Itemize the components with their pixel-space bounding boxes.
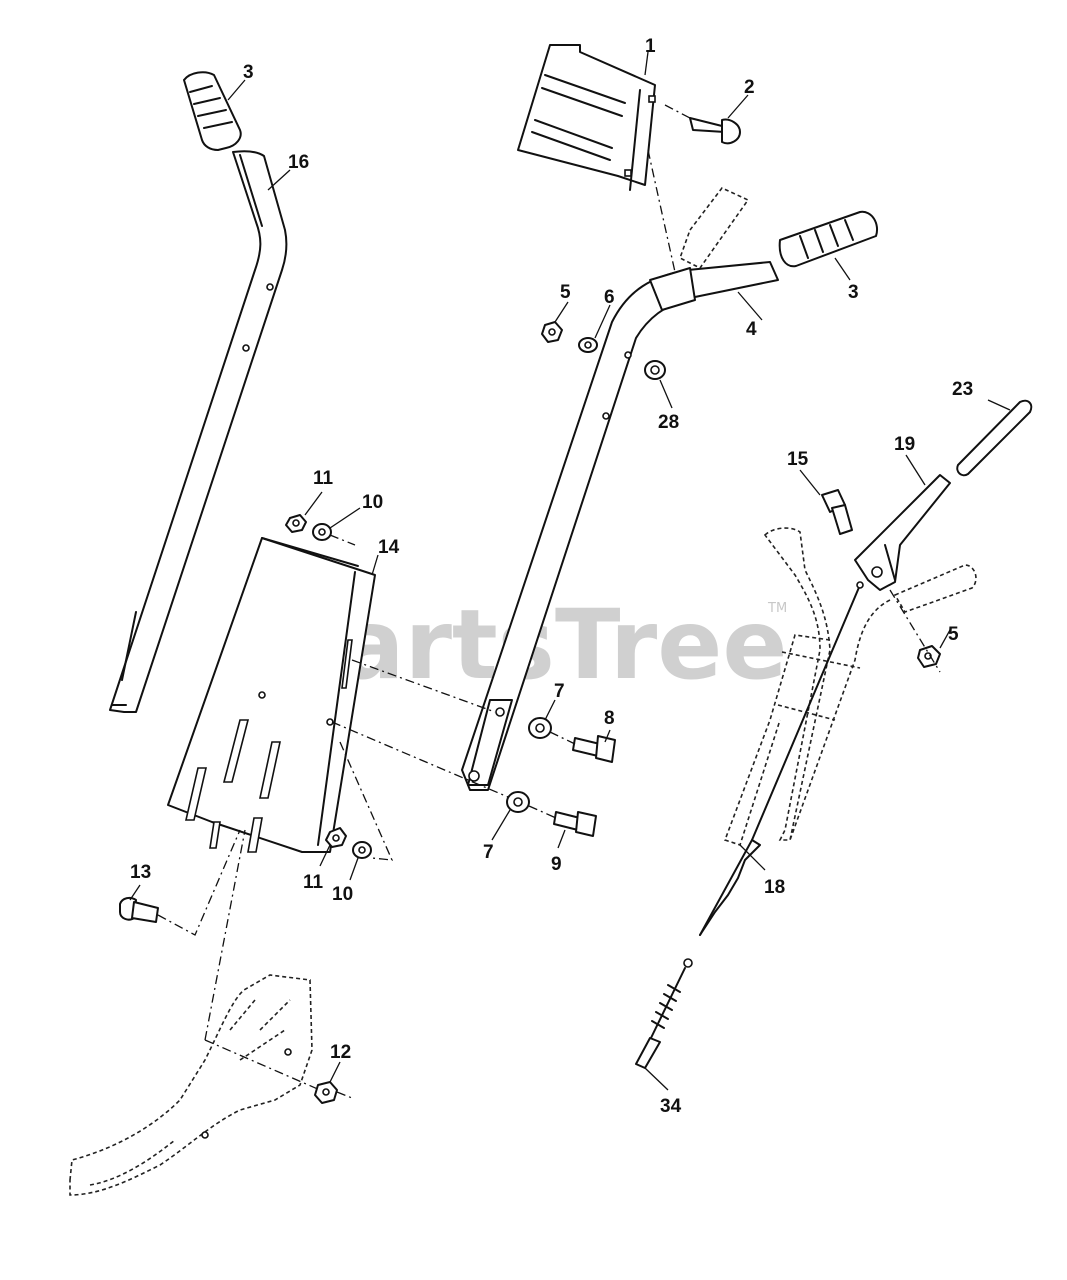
callout-3-left: 3 <box>243 62 254 83</box>
callout-7-lower: 7 <box>483 842 494 863</box>
callout-5-lower: 5 <box>948 624 959 645</box>
nut-5-lower[interactable] <box>917 645 941 668</box>
callout-18: 18 <box>764 877 785 898</box>
callout-9: 9 <box>551 854 562 875</box>
callout-8: 8 <box>604 708 615 729</box>
control-lever[interactable] <box>854 474 951 591</box>
callout-6: 6 <box>604 287 615 308</box>
panel-bolt[interactable] <box>689 117 741 145</box>
bolt-9[interactable] <box>553 811 597 837</box>
callout-11-upper: 11 <box>313 468 334 489</box>
callout-12: 12 <box>330 1042 351 1063</box>
callout-5-upper: 5 <box>560 282 571 303</box>
nut-12[interactable] <box>314 1081 338 1104</box>
left-handle-grip[interactable] <box>183 71 242 151</box>
callout-3-right: 3 <box>848 282 859 303</box>
callout-28: 28 <box>658 412 679 433</box>
washer-28[interactable] <box>644 360 666 380</box>
callout-13: 13 <box>130 862 151 883</box>
callout-16: 16 <box>288 152 309 173</box>
callout-15: 15 <box>787 449 809 470</box>
ghost-handle-extension <box>679 187 750 270</box>
callout-19: 19 <box>894 434 915 455</box>
callout-23: 23 <box>952 379 973 400</box>
left-upper-handle[interactable] <box>109 150 288 713</box>
spring-34[interactable] <box>635 958 693 1069</box>
washer-7-lower[interactable] <box>506 791 530 813</box>
callout-1: 1 <box>645 36 656 57</box>
washer-6[interactable] <box>578 337 598 353</box>
callout-34: 34 <box>660 1096 682 1117</box>
lockwasher-10-upper[interactable] <box>312 523 332 541</box>
lower-handle-panel[interactable] <box>167 537 376 853</box>
callout-10-upper: 10 <box>362 492 383 513</box>
nut-11-lower[interactable] <box>325 827 347 848</box>
bolt-15[interactable] <box>821 489 853 535</box>
callout-11-lower: 11 <box>303 872 324 893</box>
bolt-8[interactable] <box>572 735 616 763</box>
control-panel[interactable] <box>517 44 656 191</box>
callout-2: 2 <box>744 77 755 98</box>
bolt-13[interactable] <box>119 896 159 923</box>
callout-14: 14 <box>378 537 400 558</box>
callout-7-upper: 7 <box>554 681 565 702</box>
ghost-lower-frame <box>69 974 313 1196</box>
control-rod[interactable] <box>699 581 864 936</box>
watermark-trademark: TM <box>767 601 787 616</box>
lever-grip[interactable] <box>956 399 1033 477</box>
washer-7-upper[interactable] <box>528 717 552 739</box>
nut-11-upper[interactable] <box>285 514 307 533</box>
right-handle-grip[interactable] <box>778 210 878 268</box>
main-upper-handle[interactable] <box>461 261 779 791</box>
lockwasher-10-lower[interactable] <box>352 841 372 859</box>
nut-5-upper[interactable] <box>541 321 563 343</box>
callout-4: 4 <box>746 319 757 340</box>
callout-10-lower: 10 <box>332 884 353 905</box>
